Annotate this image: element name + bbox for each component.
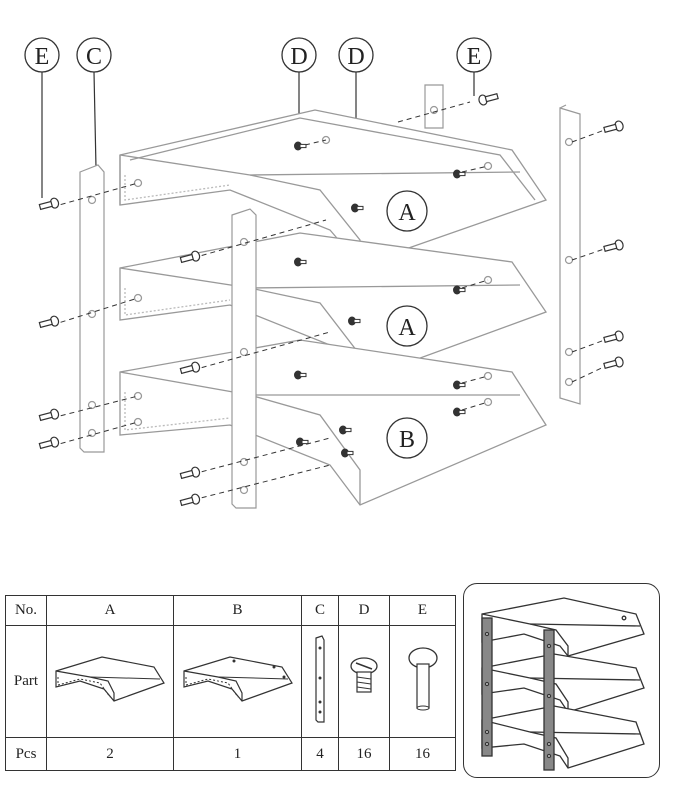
tray-label-a-middle: A [386,305,428,347]
svg-text:A: A [398,200,416,226]
svg-text:C: C [86,44,102,70]
pcs-c: 4 [301,737,339,771]
pcs-label: Pcs [5,737,47,771]
post-c-icon [315,635,325,723]
part-e-drawing [389,625,456,738]
tray-a-middle [119,232,548,381]
callout-d-left: D [281,37,317,73]
header-no: No. [5,595,47,626]
header-b: B [173,595,302,626]
tray-label-a-top: A [386,190,428,232]
header-e: E [389,595,456,626]
svg-text:E: E [467,44,482,70]
svg-text:A: A [398,315,416,341]
tray-b-icon [182,656,293,702]
svg-text:E: E [35,44,50,70]
svg-text:D: D [347,44,364,70]
part-label: Part [5,625,47,738]
svg-text:B: B [399,427,415,453]
assembled-view [463,583,660,778]
tray-b-bottom [119,339,547,506]
table-row: Part [5,625,456,738]
callout-e-right: E [456,37,492,73]
parts-table: No. A B C D E Part [5,595,456,771]
part-a-drawing [46,625,174,738]
exploded-assembly-diagram: E C D D E [24,37,625,509]
callout-d-right: D [338,37,374,73]
part-d-drawing [338,625,390,738]
callout-e-left: E [24,37,60,73]
table-row: No. A B C D E [5,595,456,626]
pcs-a: 2 [46,737,174,771]
pcs-b: 1 [173,737,302,771]
header-d: D [338,595,390,626]
part-c-drawing [301,625,339,738]
assembled-tray-drawing [481,597,645,771]
tray-a-icon [55,656,165,702]
part-b-drawing [173,625,302,738]
pcs-e: 16 [389,737,456,771]
front-post-left [79,164,105,453]
pcs-d: 16 [338,737,390,771]
screw-e-icon [407,647,438,711]
svg-text:D: D [290,44,307,70]
tray-label-b: B [386,417,428,459]
table-row: Pcs 2 1 4 16 16 [5,737,456,771]
rear-post-center [424,84,444,129]
screw-d-icon [350,657,378,693]
front-post-center [231,208,257,509]
header-a: A [46,595,174,626]
callout-c: C [76,37,112,73]
header-c: C [301,595,339,626]
rear-post-right [559,104,581,405]
